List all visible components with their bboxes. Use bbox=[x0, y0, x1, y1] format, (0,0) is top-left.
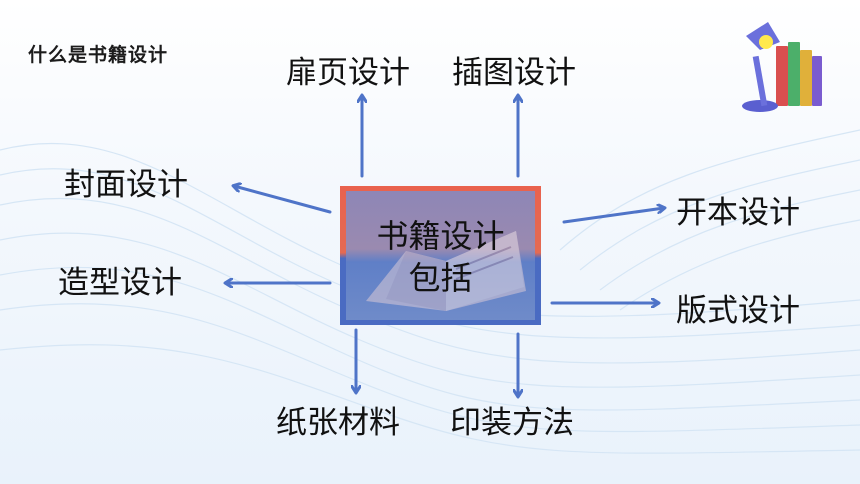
item-title-page-design: 扉页设计 bbox=[286, 55, 410, 91]
arrow-to-left-upper bbox=[234, 186, 332, 214]
open-book-icon bbox=[366, 231, 526, 311]
item-layout-design: 版式设计 bbox=[676, 293, 800, 329]
item-illustration-design: 插图设计 bbox=[452, 55, 576, 91]
item-binding-method: 印装方法 bbox=[450, 405, 574, 441]
item-shape-design: 造型设计 bbox=[58, 265, 182, 301]
arrow-to-right-upper bbox=[562, 208, 664, 224]
center-line-2: 包括 bbox=[408, 259, 473, 297]
desk-lamp-books-icon bbox=[742, 22, 822, 112]
center-node: 书籍设计 包括 bbox=[340, 186, 541, 325]
item-cover-design: 封面设计 bbox=[64, 167, 188, 203]
center-line-1: 书籍设计 bbox=[376, 217, 505, 255]
item-paper-material: 纸张材料 bbox=[276, 405, 400, 441]
slide-title: 什么是书籍设计 bbox=[28, 44, 169, 66]
item-format-design: 开本设计 bbox=[676, 195, 800, 231]
